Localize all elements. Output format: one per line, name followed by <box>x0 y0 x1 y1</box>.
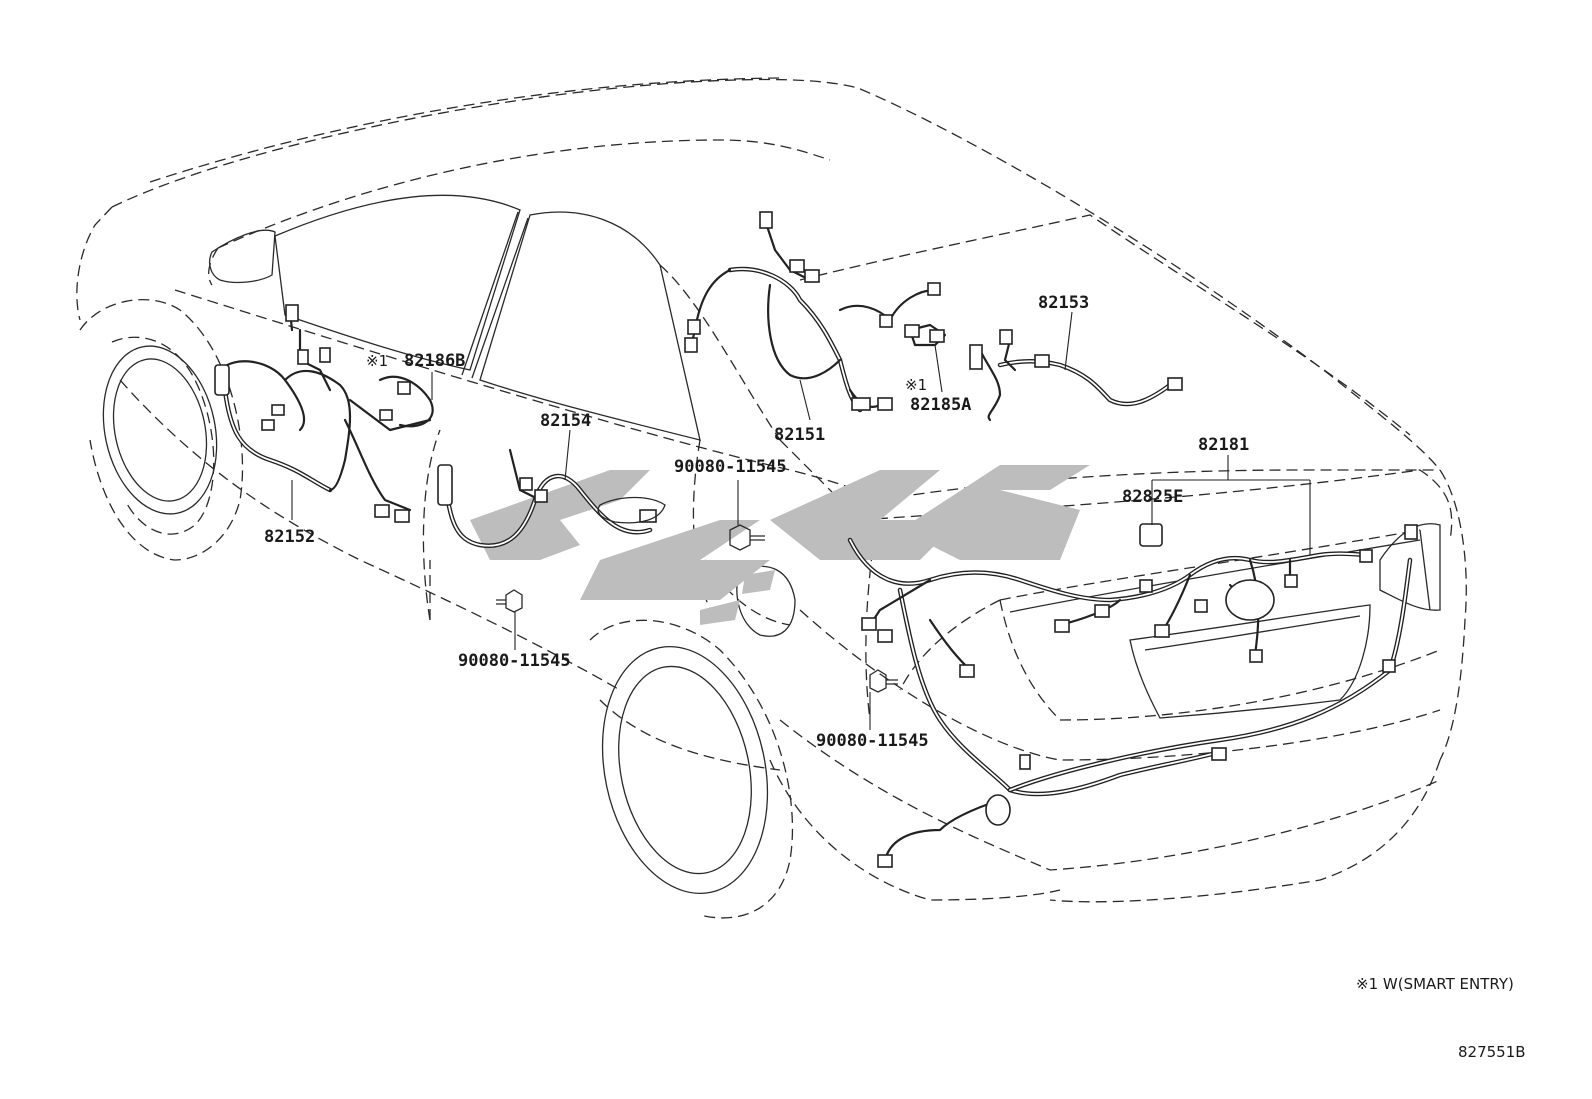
marker-82185A: ※1 <box>905 376 927 394</box>
label-82181: 82181 <box>1198 435 1249 455</box>
harness-82154 <box>437 448 666 549</box>
drawing-number: 827551B <box>1458 1043 1526 1061</box>
bolt-90080-11545-b <box>496 589 523 613</box>
label-90080-11545-a: 90080-11545 <box>674 457 787 477</box>
bolt-90080-11545-a <box>729 524 765 551</box>
label-82153: 82153 <box>1038 293 1089 313</box>
car-body-outline <box>76 77 1467 919</box>
bolt-90080-11545-c <box>869 669 898 693</box>
part-labels: ※1 82186B 82154 82151 ※1 82185A 82153 82… <box>264 293 1249 751</box>
harness-82153 <box>969 329 1183 422</box>
harness-82181 <box>847 523 1418 868</box>
footnote: ※1 W(SMART ENTRY) <box>1356 975 1514 993</box>
harness-82185A <box>904 323 947 347</box>
label-82154: 82154 <box>540 411 591 431</box>
harness-82151 <box>684 211 941 413</box>
label-82825E: 82825E <box>1122 487 1183 507</box>
label-82152: 82152 <box>264 527 315 547</box>
label-90080-11545-c: 90080-11545 <box>816 731 929 751</box>
marker-82186B: ※1 <box>366 352 388 370</box>
label-82185A: 82185A <box>910 395 971 415</box>
leader-lines <box>291 311 1311 730</box>
harness-82152 <box>214 304 434 523</box>
label-82186B: 82186B <box>404 351 465 371</box>
label-82151: 82151 <box>774 425 825 445</box>
label-90080-11545-b: 90080-11545 <box>458 651 571 671</box>
